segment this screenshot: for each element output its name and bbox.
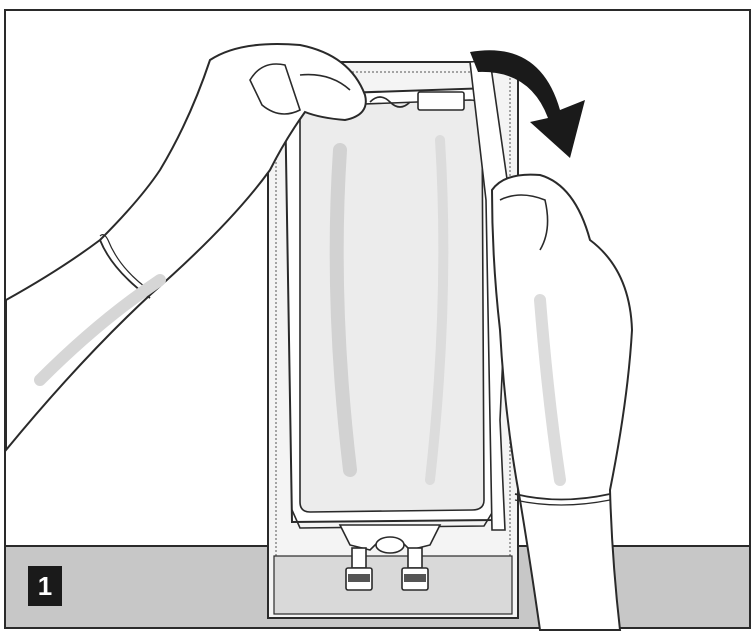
iv-bag-icon bbox=[285, 88, 495, 590]
step-number-badge: 1 bbox=[28, 566, 62, 606]
